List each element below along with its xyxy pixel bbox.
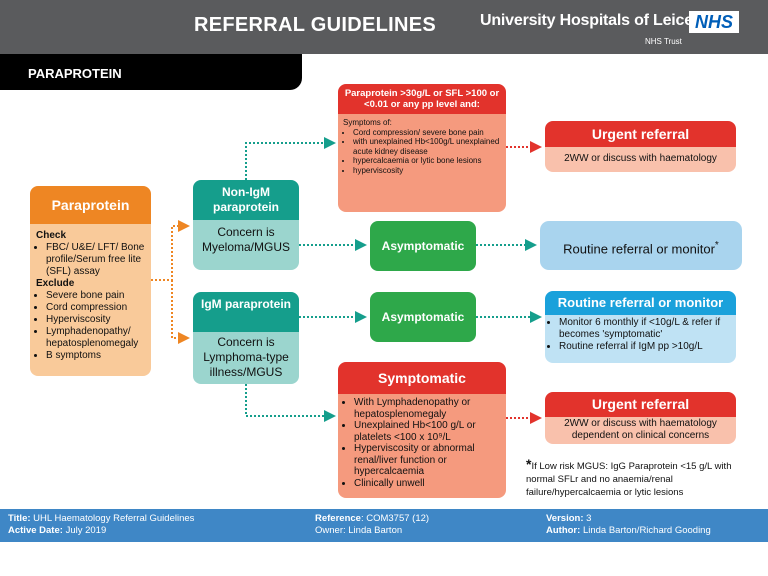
footer-reference-label: Reference (315, 513, 361, 524)
routine-referral-box-1: Routine referral or monitor* (540, 221, 742, 270)
criteria-item: Cord compression/ severe bone pain (353, 128, 501, 138)
footer-bar (0, 509, 768, 542)
footer-owner: Owner: Linda Barton (315, 525, 402, 537)
urgent-referral-text-2: 2WW or discuss with haematology dependen… (545, 417, 736, 444)
exclude-list: Severe bone pain Cord compression Hyperv… (36, 290, 145, 362)
paraprotein-title: Paraprotein (30, 186, 151, 224)
connector-pp-split (151, 220, 190, 281)
org-trust: NHS Trust (645, 37, 682, 46)
asymptomatic-box-lymphoma: Asymptomatic (370, 292, 476, 342)
igm-concern: Concern is Lymphoma-type illness/MGUS (193, 332, 299, 384)
routine-referral-title-2: Routine referral or monitor (545, 291, 736, 315)
footer-active-value: July 2019 (65, 525, 107, 536)
non-igm-title: Non-IgM paraprotein (193, 180, 299, 220)
check-label: Check (36, 230, 67, 241)
asymptomatic-box-myeloma: Asymptomatic (370, 221, 476, 271)
footer-active-label: Active Date: (8, 525, 63, 536)
igm-title: IgM paraprotein (193, 292, 299, 332)
footer-owner-label: Owner: (315, 525, 346, 536)
section-title: PARAPROTEIN (28, 66, 122, 81)
paraprotein-body: Check FBC/ U&E/ LFT/ Bone profile/Serum … (30, 224, 151, 376)
connector-nonigm-criteria (245, 137, 336, 180)
symptomatic-item: Unexplained Hb<100 g/L or platelets <100… (354, 420, 500, 443)
footnote-text: If Low risk MGUS: IgG Paraprotein <15 g/… (526, 461, 732, 498)
footer-author-label: Author: (546, 525, 581, 536)
footer-active-date: Active Date: July 2019 (8, 525, 106, 537)
urgent-referral-text-1: 2WW or discuss with haematology (545, 147, 736, 172)
header-bar (0, 0, 768, 54)
footnote-marker: * (714, 240, 719, 251)
section-tab (0, 54, 302, 90)
exclude-label: Exclude (36, 278, 75, 289)
exclude-item: B symptoms (46, 350, 145, 362)
urgent-referral-title-1: Urgent referral (545, 121, 736, 147)
footer-version-value: 3 (586, 513, 592, 524)
check-list: FBC/ U&E/ LFT/ Bone profile/Serum free l… (36, 242, 145, 278)
criteria-title: Paraprotein >30g/L or SFL >100 or <0.01 … (338, 84, 506, 114)
footnote: *If Low risk MGUS: IgG Paraprotein <15 g… (526, 456, 756, 499)
criteria-item: hyperviscosity (353, 166, 501, 176)
footnote-star: * (526, 456, 532, 472)
check-item: FBC/ U&E/ LFT/ Bone profile/Serum free l… (46, 242, 145, 278)
symptomatic-body: With Lymphadenopathy or hepatosplenomega… (338, 394, 506, 498)
footer-reference: Reference: COM3757 (12) (315, 513, 429, 525)
non-igm-concern: Concern is Myeloma/MGUS (193, 220, 299, 270)
criteria-body: Symptoms of: Cord compression/ severe bo… (338, 114, 506, 212)
symptomatic-item: Hyperviscosity or abnormal renal/liver f… (354, 443, 500, 478)
footer-title-label: Title: (8, 513, 31, 524)
criteria-item: with unexplained Hb<100g/L unexplained a… (353, 137, 501, 156)
urgent-referral-title-2: Urgent referral (545, 392, 736, 417)
nhs-logo: NHS (689, 11, 739, 33)
connector-pp-igm (171, 280, 190, 344)
criteria-list: Cord compression/ severe bone pain with … (343, 128, 501, 176)
routine-item: Monitor 6 monthly if <10g/L & refer if b… (559, 317, 732, 341)
footer-author: Author: Linda Barton/Richard Gooding (546, 525, 711, 537)
exclude-item: Hyperviscosity (46, 314, 145, 326)
criteria-symptoms-label: Symptoms of: (343, 118, 392, 127)
org-name: University Hospitals of Leicester (480, 12, 722, 29)
footer-reference-value: : COM3757 (12) (360, 513, 430, 524)
exclude-item: Severe bone pain (46, 290, 145, 302)
exclude-item: Lymphadenopathy/ hepatosplenomegaly (46, 326, 145, 350)
exclude-item: Cord compression (46, 302, 145, 314)
routine-list: Monitor 6 monthly if <10g/L & refer if b… (549, 317, 732, 353)
footer-version: Version: 3 (546, 513, 591, 525)
criteria-item: hypercalcaemia or lytic bone lesions (353, 156, 501, 166)
symptomatic-item: Clinically unwell (354, 478, 500, 490)
footer-author-value: Linda Barton/Richard Gooding (582, 525, 711, 536)
symptomatic-title: Symptomatic (338, 362, 506, 394)
footer-title: Title: UHL Haematology Referral Guidelin… (8, 513, 194, 525)
footer-title-value: UHL Haematology Referral Guidelines (33, 513, 195, 524)
footer-version-label: Version: (546, 513, 584, 524)
footer-owner-value: Linda Barton (348, 525, 403, 536)
symptomatic-item: With Lymphadenopathy or hepatosplenomega… (354, 397, 500, 420)
routine-item: Routine referral if IgM pp >10g/L (559, 341, 732, 353)
page-title: REFERRAL GUIDELINES (193, 14, 437, 36)
routine-referral-text-1: Routine referral or monitor (563, 241, 715, 257)
connector-igm-symp (245, 384, 336, 422)
routine-referral-body-2: Monitor 6 monthly if <10g/L & refer if b… (545, 315, 736, 363)
symptomatic-list: With Lymphadenopathy or hepatosplenomega… (344, 397, 500, 489)
